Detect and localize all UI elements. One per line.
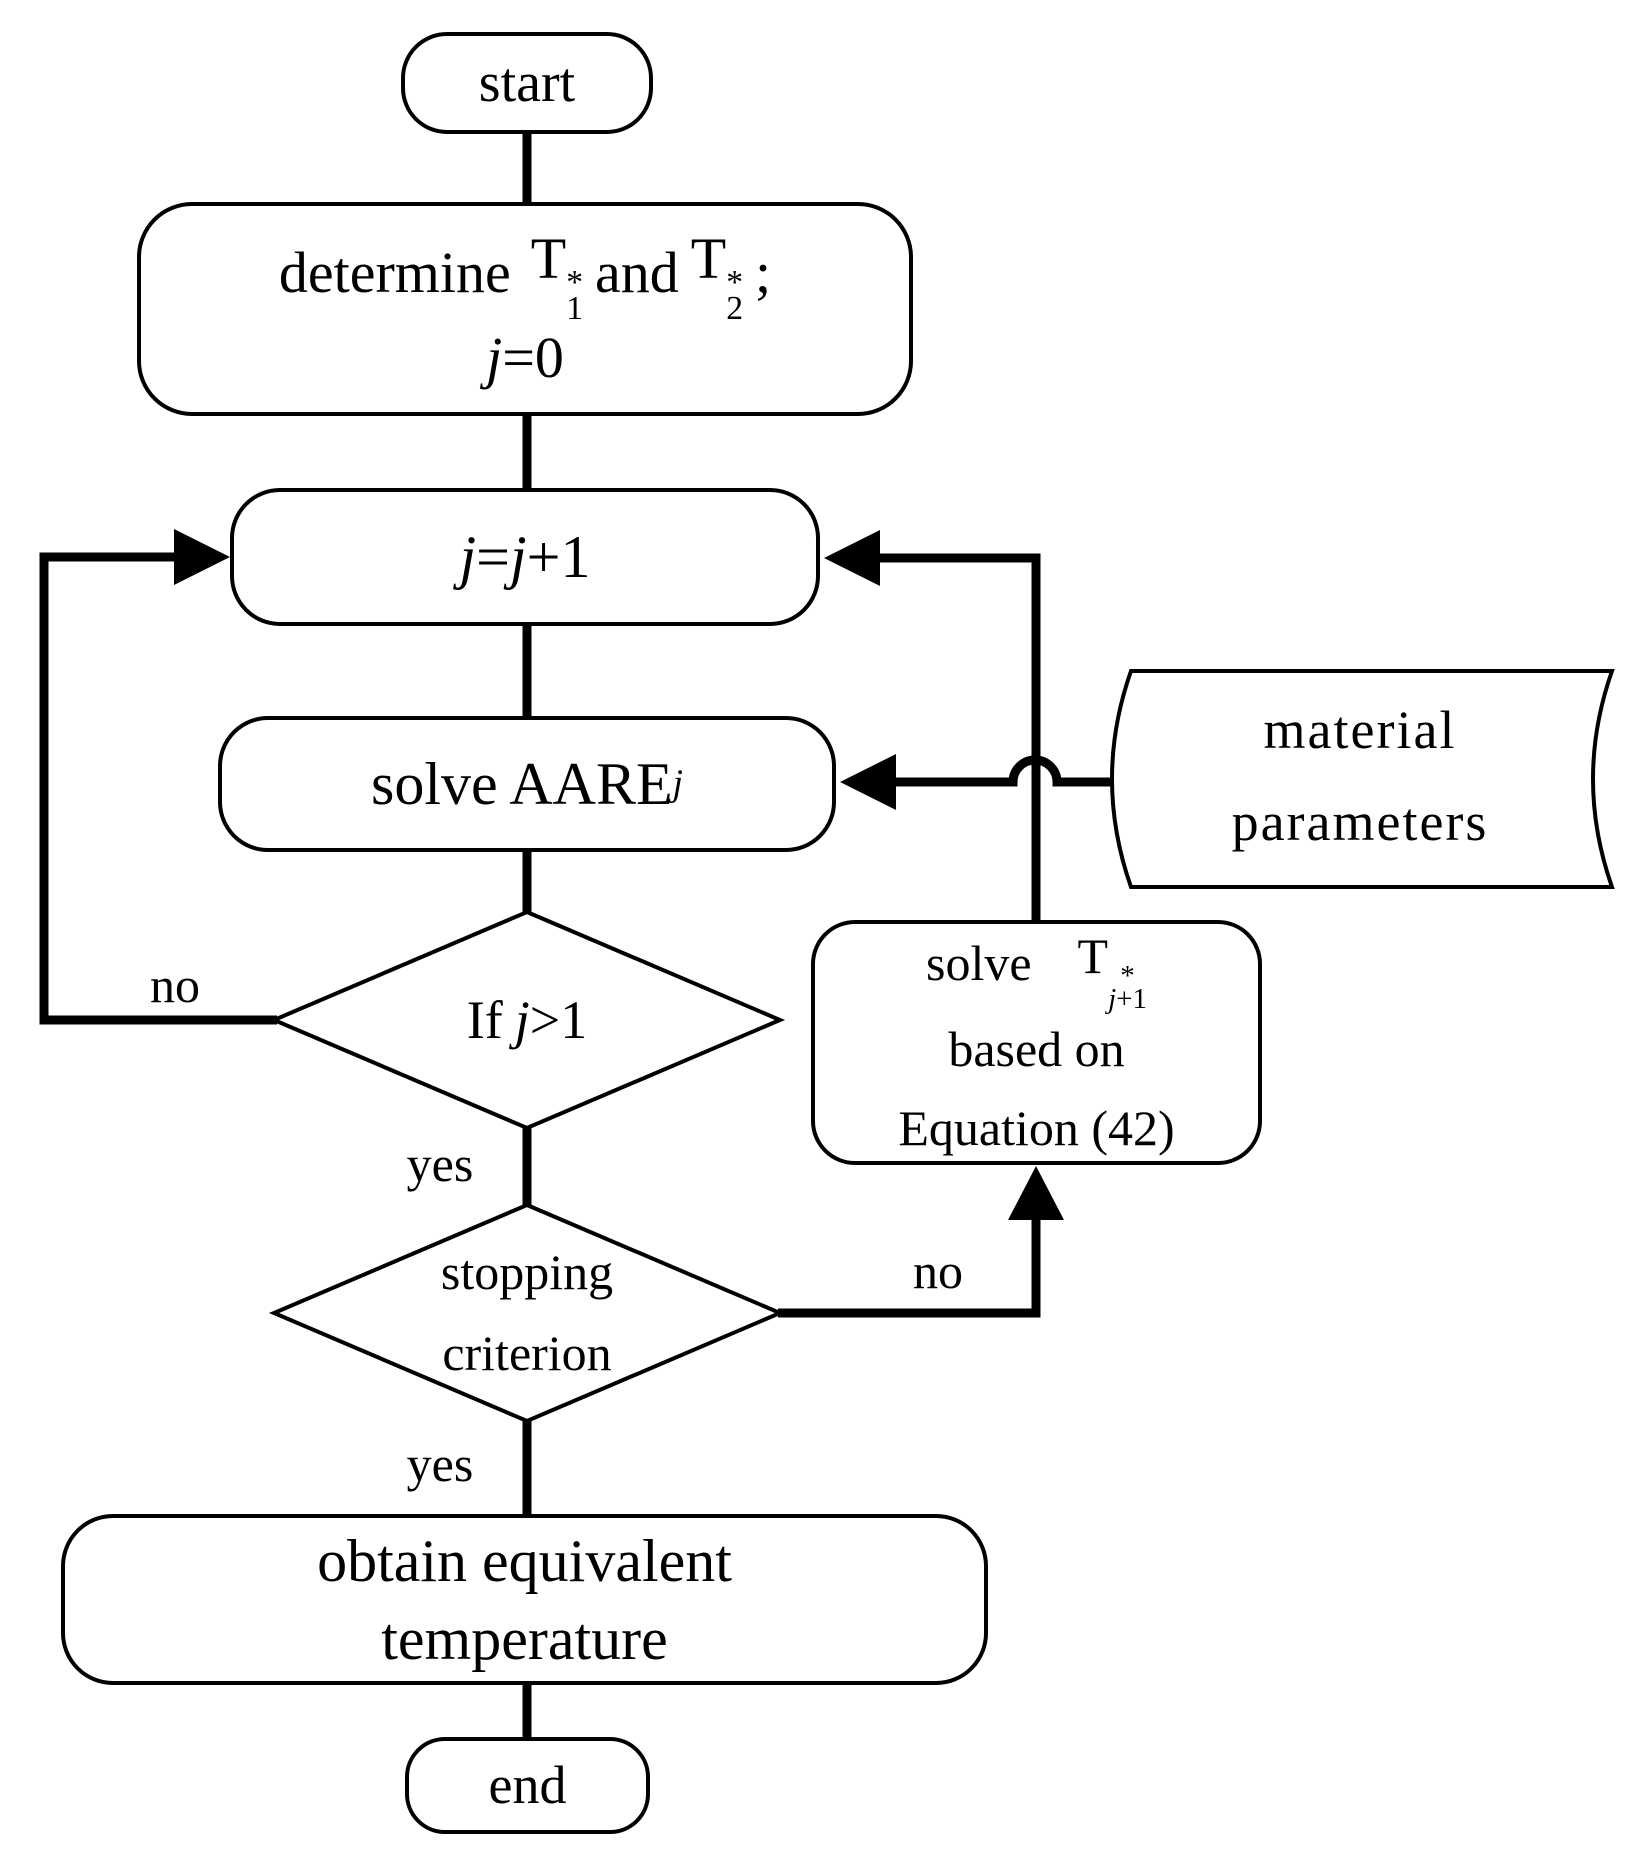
material-line2: parameters: [1231, 792, 1489, 852]
t-next-sup: *: [1120, 959, 1135, 992]
stopping-line2: criterion: [442, 1325, 612, 1381]
increment-var1: j: [459, 523, 477, 590]
if-word: If: [466, 990, 503, 1050]
connector-solvet-to-increment: [880, 553, 1041, 924]
solve-aare-text: solve AARE: [370, 750, 673, 817]
t1-symbol: T*1: [530, 226, 583, 327]
decision-stopping-criterion-diamond: [268, 1202, 786, 1424]
edge-label-no-left: no: [150, 957, 200, 1013]
t-next-sub: j+1: [1108, 982, 1147, 1015]
if-cond: >1: [529, 990, 588, 1050]
obtain-line1: obtain equivalent: [317, 1527, 732, 1594]
decision-if-j-diamond: [268, 909, 786, 1131]
stopping-line1: stopping: [440, 1244, 614, 1300]
t1-sup: *: [566, 263, 583, 301]
start-label: start: [478, 52, 576, 114]
init-conj: and: [595, 239, 679, 305]
if-var: j: [514, 990, 530, 1050]
t-next-symbol: T*j+1: [1077, 927, 1147, 1015]
arrowhead-into-increment-left-icon: [174, 529, 230, 585]
init-node: determine T*1 and T*2 ; j=0: [137, 202, 913, 416]
arrowhead-into-increment-right-icon: [824, 530, 880, 586]
solve-t-line2: based on: [948, 1021, 1125, 1078]
arrowhead-into-solvet-bottom-icon: [1008, 1166, 1064, 1220]
end-label: end: [488, 1754, 567, 1815]
init-punct: ;: [755, 239, 772, 305]
solve-t-node: solve T*j+1 based on Equation (42): [811, 920, 1262, 1165]
material-parameters-shape: [1110, 669, 1615, 889]
end-node: end: [405, 1737, 650, 1834]
obtain-line2: temperature: [381, 1605, 668, 1672]
solve-t-line1: solve T*j+1: [925, 917, 1147, 1015]
connector-material-to-solveaare: [896, 755, 1128, 787]
t2-sup: *: [726, 263, 743, 301]
increment-expression: j=j+1: [459, 520, 590, 595]
init-j-var: j: [486, 325, 503, 391]
solve-aare-subscript: j: [672, 762, 683, 804]
edge-label-yes-middle: yes: [406, 1136, 474, 1192]
edge-label-no-right: no: [913, 1243, 963, 1299]
increment-node: j=j+1: [230, 488, 820, 626]
t2-sub: 2: [726, 289, 743, 327]
material-line1: material: [1263, 700, 1457, 761]
increment-plusone: +1: [526, 523, 591, 590]
solve-t-word: solve: [925, 935, 1032, 991]
connector-no-loop-left: [39, 552, 277, 1025]
obtain-node: obtain equivalent temperature: [61, 1514, 988, 1685]
init-line2: j=0: [486, 322, 564, 395]
init-line1: determine T*1 and T*2 ;: [278, 223, 772, 327]
connector-no-branch-right: [778, 1216, 1041, 1318]
material-parameters-label: material parameters: [1155, 682, 1565, 872]
solve-t-line3: Equation (42): [898, 1100, 1175, 1157]
increment-equals: =: [476, 523, 510, 590]
t1-sub: 1: [566, 289, 583, 327]
arrowhead-into-solveaare-icon: [840, 754, 896, 810]
start-node: start: [401, 32, 653, 134]
increment-var2: j: [510, 523, 527, 590]
edge-label-yes-bottom: yes: [406, 1436, 474, 1492]
decision-stopping-label: stopping criterion: [367, 1230, 687, 1396]
t2-symbol: T*2: [690, 226, 743, 327]
init-word: determine: [278, 239, 511, 305]
init-j-value: =0: [502, 325, 564, 391]
